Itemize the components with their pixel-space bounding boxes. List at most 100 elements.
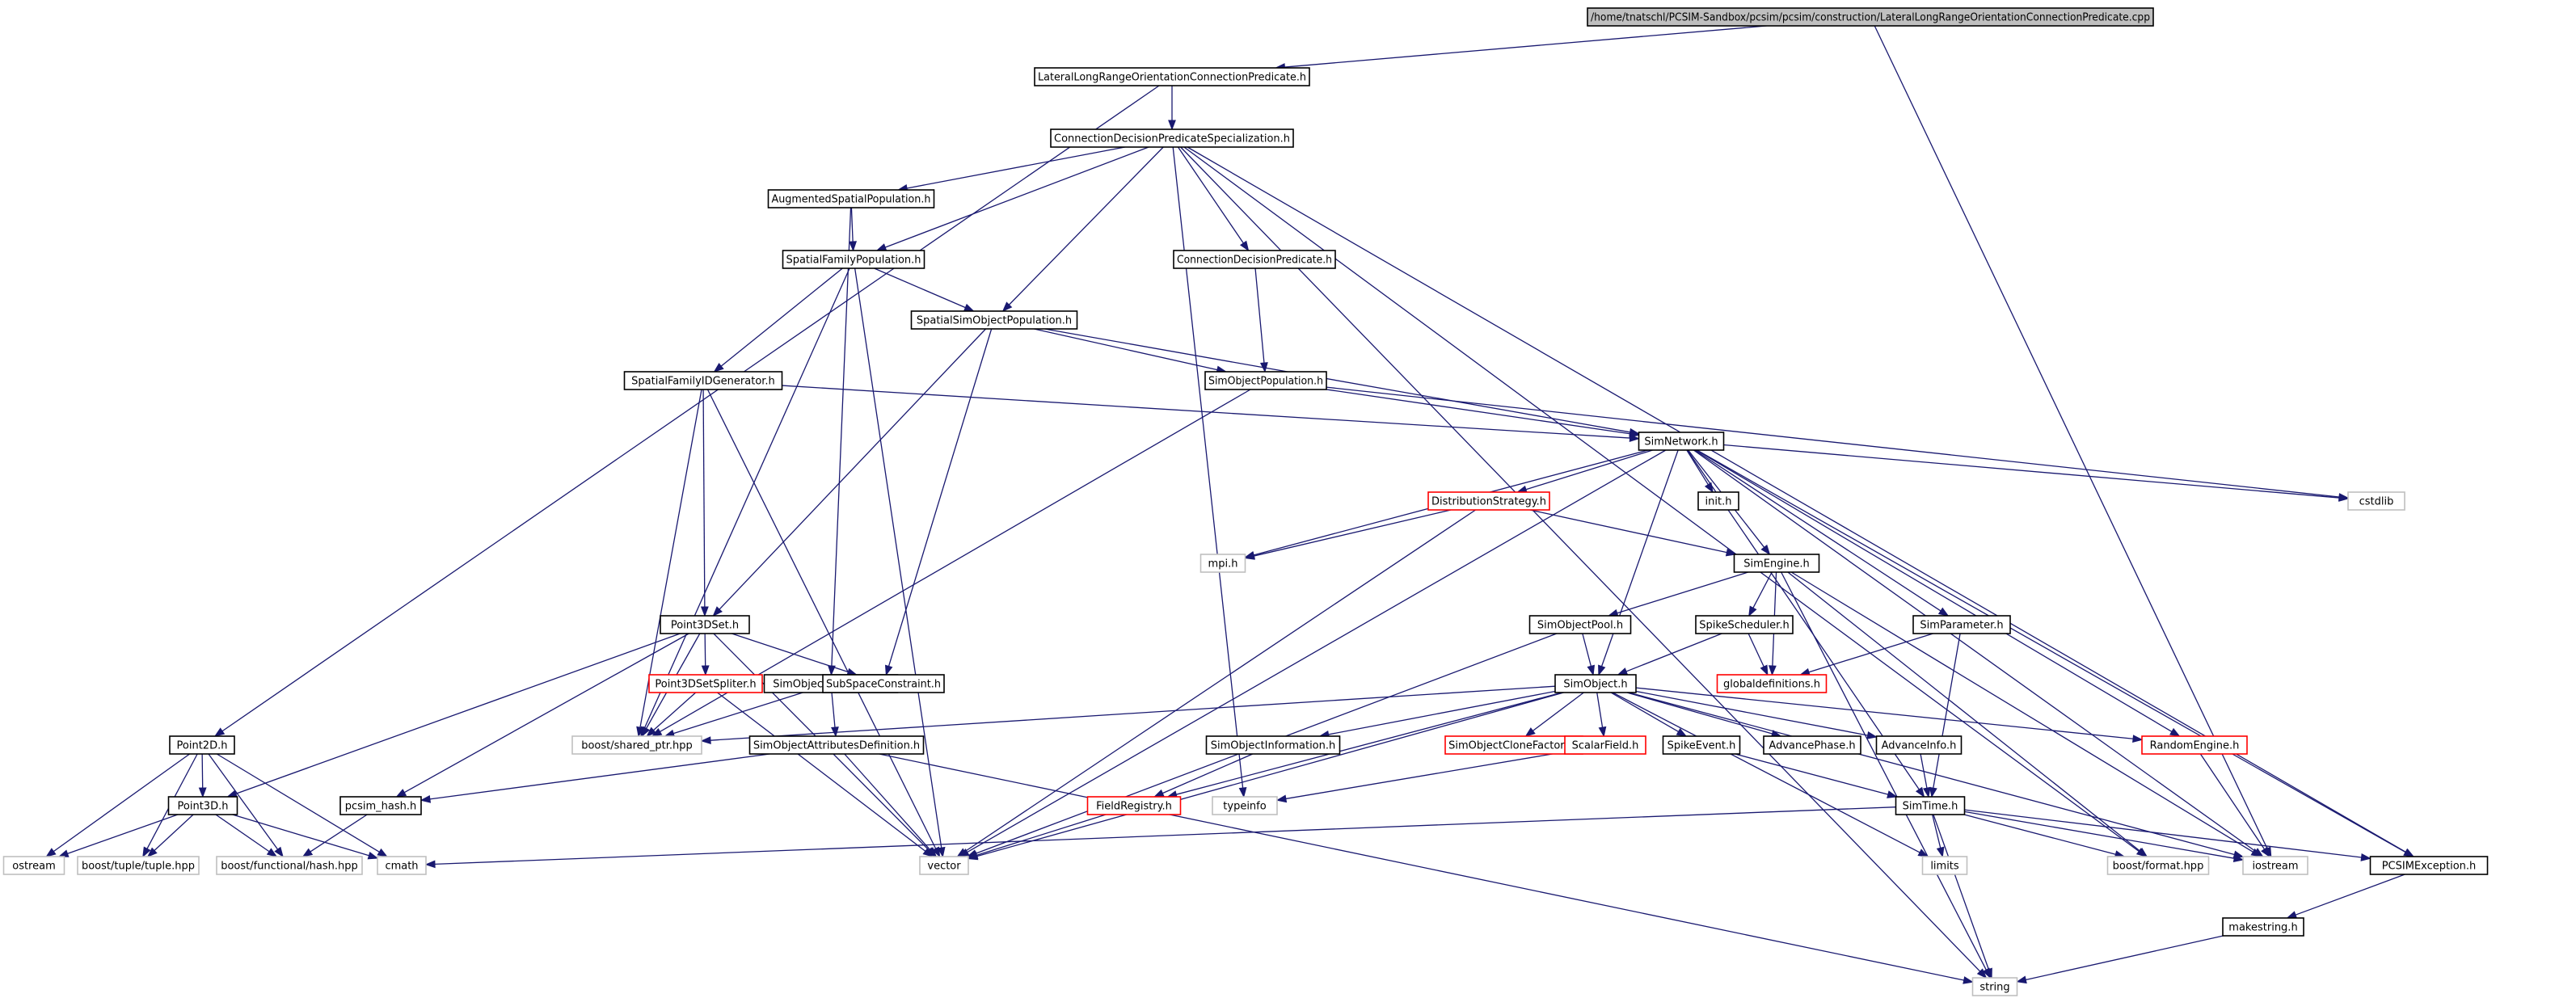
edge-ssop-to-ssc [887, 328, 993, 667]
node-label-simtime: SimTime.h [1903, 801, 1958, 813]
edge-cdps-to-ssop [1008, 146, 1164, 305]
edge-p3dset-to-pcsimhash [403, 633, 689, 794]
node-advphase[interactable]: AdvancePhase.h [1763, 735, 1861, 755]
edge-pcsimhash-to-funchash [310, 814, 368, 853]
node-sfp[interactable]: SpatialFamilyPopulation.h [782, 250, 925, 269]
node-box-asp [767, 189, 935, 208]
node-box-fieldreg [1086, 796, 1182, 815]
node-sop[interactable]: SimObjectPopulation.h [1204, 371, 1327, 390]
edge-simnet-to-diststr [1525, 449, 1653, 491]
arrowhead-cdps-to-ssop [1001, 301, 1013, 313]
node-globaldefs[interactable]: globaldefinitions.h [1716, 674, 1828, 693]
edge-scalarf-to-typeinfo [1285, 751, 1566, 800]
arrowhead-randeng-to-iostream [2261, 846, 2270, 858]
arrowhead-p3dset-to-p3dsplit [701, 665, 710, 676]
edge-soattr-to-soattrdef [831, 692, 836, 728]
node-box-ssop [910, 310, 1078, 330]
node-p2d[interactable]: Point2D.h [169, 735, 235, 755]
arrowhead-p3d-to-funchash [266, 848, 278, 857]
arrowhead-simtime-to-limits [1936, 846, 1945, 858]
node-makestring[interactable]: makestring.h [2222, 917, 2304, 937]
arrowhead-simtime-to-string [1984, 967, 1992, 979]
node-soattrdef[interactable]: SimObjectAttributesDefinition.h [748, 735, 925, 755]
node-box-cstdlib [2347, 491, 2405, 511]
node-randeng[interactable]: RandomEngine.h [2141, 735, 2248, 755]
edge-lrocp-to-p2d [221, 85, 1160, 732]
node-label-advinfo: AdvanceInfo.h [1882, 740, 1957, 752]
node-simtime[interactable]: SimTime.h [1895, 796, 1966, 815]
node-root[interactable]: /home/tnatschl/PCSIM-Sandbox/pcsim/pcsim… [1587, 7, 2154, 27]
arrowhead-p2d-to-p3d [198, 787, 207, 798]
node-label-simobj: SimObject.h [1563, 679, 1627, 691]
node-label-spikesched: SpikeScheduler.h [1699, 620, 1789, 632]
arrowhead-sfp-to-vector [937, 846, 946, 858]
node-label-spikeev: SpikeEvent.h [1667, 740, 1736, 752]
node-simobj[interactable]: SimObject.h [1554, 674, 1637, 693]
arrowhead-scalarf-to-typeinfo [1275, 794, 1288, 803]
node-inith[interactable]: init.h [1697, 491, 1739, 511]
node-box-lrocp [1034, 67, 1310, 86]
node-label-bformat: boost/format.hpp [2113, 861, 2204, 873]
node-asp[interactable]: AugmentedSpatialPopulation.h [767, 189, 935, 208]
arrowhead-simobj-to-socf [1524, 727, 1536, 737]
edge-ssop-to-sop [1034, 328, 1218, 371]
arrowhead-p3d-to-tuple [146, 847, 158, 857]
edge-makestring-to-string [2026, 935, 2224, 981]
node-spikeev[interactable]: SpikeEvent.h [1662, 735, 1741, 755]
node-box-cdp [1173, 250, 1336, 269]
node-lrocp[interactable]: LateralLongRangeOrientationConnectionPre… [1034, 67, 1310, 86]
node-sopool[interactable]: SimObjectPool.h [1528, 615, 1632, 634]
node-spikesched[interactable]: SpikeScheduler.h [1695, 615, 1794, 634]
node-label-p3dset: Point3DSet.h [671, 620, 739, 632]
node-p3dset[interactable]: Point3DSet.h [660, 615, 750, 634]
node-simengine[interactable]: SimEngine.h [1733, 554, 1820, 573]
edge-p3d-to-ostream [67, 814, 179, 854]
arrowhead-p3dsplit-to-sharedptr [646, 726, 657, 737]
node-cdp[interactable]: ConnectionDecisionPredicate.h [1173, 250, 1336, 269]
node-simnet[interactable]: SimNetwork.h [1638, 432, 1725, 451]
node-pcsimex[interactable]: PCSIMException.h [2369, 856, 2489, 875]
node-cstdlib: cstdlib [2347, 491, 2405, 511]
node-scalarf[interactable]: ScalarField.h [1564, 735, 1646, 755]
edge-simtime-to-iostream [1964, 811, 2235, 859]
edge-simobj-to-fieldreg [1176, 692, 1562, 795]
edge-simtime-to-cmath [434, 806, 1896, 865]
node-p3dsplit[interactable]: Point3DSetSpliter.h [648, 674, 763, 693]
node-fieldreg[interactable]: FieldRegistry.h [1086, 796, 1182, 815]
arrowhead-simnet-to-simengine [1760, 544, 1771, 556]
edge-diststr-to-vector [964, 509, 1476, 853]
edge-simobj-to-limits [1612, 692, 1920, 853]
arrowhead-simnet-to-pcsimex [2403, 849, 2414, 857]
edge-p2d-to-funchash [208, 753, 279, 850]
node-diststr[interactable]: DistributionStrategy.h [1427, 491, 1550, 511]
node-p3d[interactable]: Point3D.h [167, 796, 238, 815]
arrowhead-cdps-to-sfp [875, 243, 887, 251]
node-simparam[interactable]: SimParameter.h [1912, 615, 2011, 634]
node-box-limits [1921, 856, 1968, 875]
arrowhead-p2d-to-tuple [142, 846, 151, 858]
node-box-spikesched [1695, 615, 1794, 634]
node-box-ostream [2, 856, 65, 875]
node-ssc[interactable]: SubSpaceConstraint.h [822, 674, 945, 693]
node-cdps[interactable]: ConnectionDecisionPredicateSpecializatio… [1050, 128, 1294, 148]
edge-cdp-to-sop [1254, 267, 1265, 364]
node-advinfo[interactable]: AdvanceInfo.h [1875, 735, 1963, 755]
edge-cdps-to-pcsimex [1187, 146, 2406, 853]
arrowhead-soattr-to-soattrdef [831, 726, 839, 738]
node-box-simtime [1895, 796, 1966, 815]
node-label-cmath: cmath [385, 861, 418, 873]
node-soinfo[interactable]: SimObjectInformation.h [1205, 735, 1341, 755]
node-box-mpih [1199, 554, 1246, 573]
edge-p3dsplit-to-vector [717, 692, 926, 852]
edge-sfidg-to-sharedptr [639, 389, 702, 728]
node-ssop[interactable]: SpatialSimObjectPopulation.h [910, 310, 1078, 330]
edge-simengine-to-bformat [1787, 571, 2140, 852]
node-socf[interactable]: SimObjectCloneFactory.h [1444, 735, 1583, 755]
node-label-makestring: makestring.h [2228, 922, 2297, 934]
arrowhead-diststr-to-mpih [1244, 552, 1255, 560]
edge-soattrdef-to-pcsimhash [429, 753, 770, 800]
node-pcsimhash[interactable]: pcsim_hash.h [339, 796, 422, 815]
arrowhead-simnet-to-simparam [1937, 607, 1950, 617]
node-sfidg[interactable]: SpatialFamilyIDGenerator.h [623, 371, 783, 390]
arrowhead-soattrdef-to-pcsimhash [419, 794, 432, 803]
